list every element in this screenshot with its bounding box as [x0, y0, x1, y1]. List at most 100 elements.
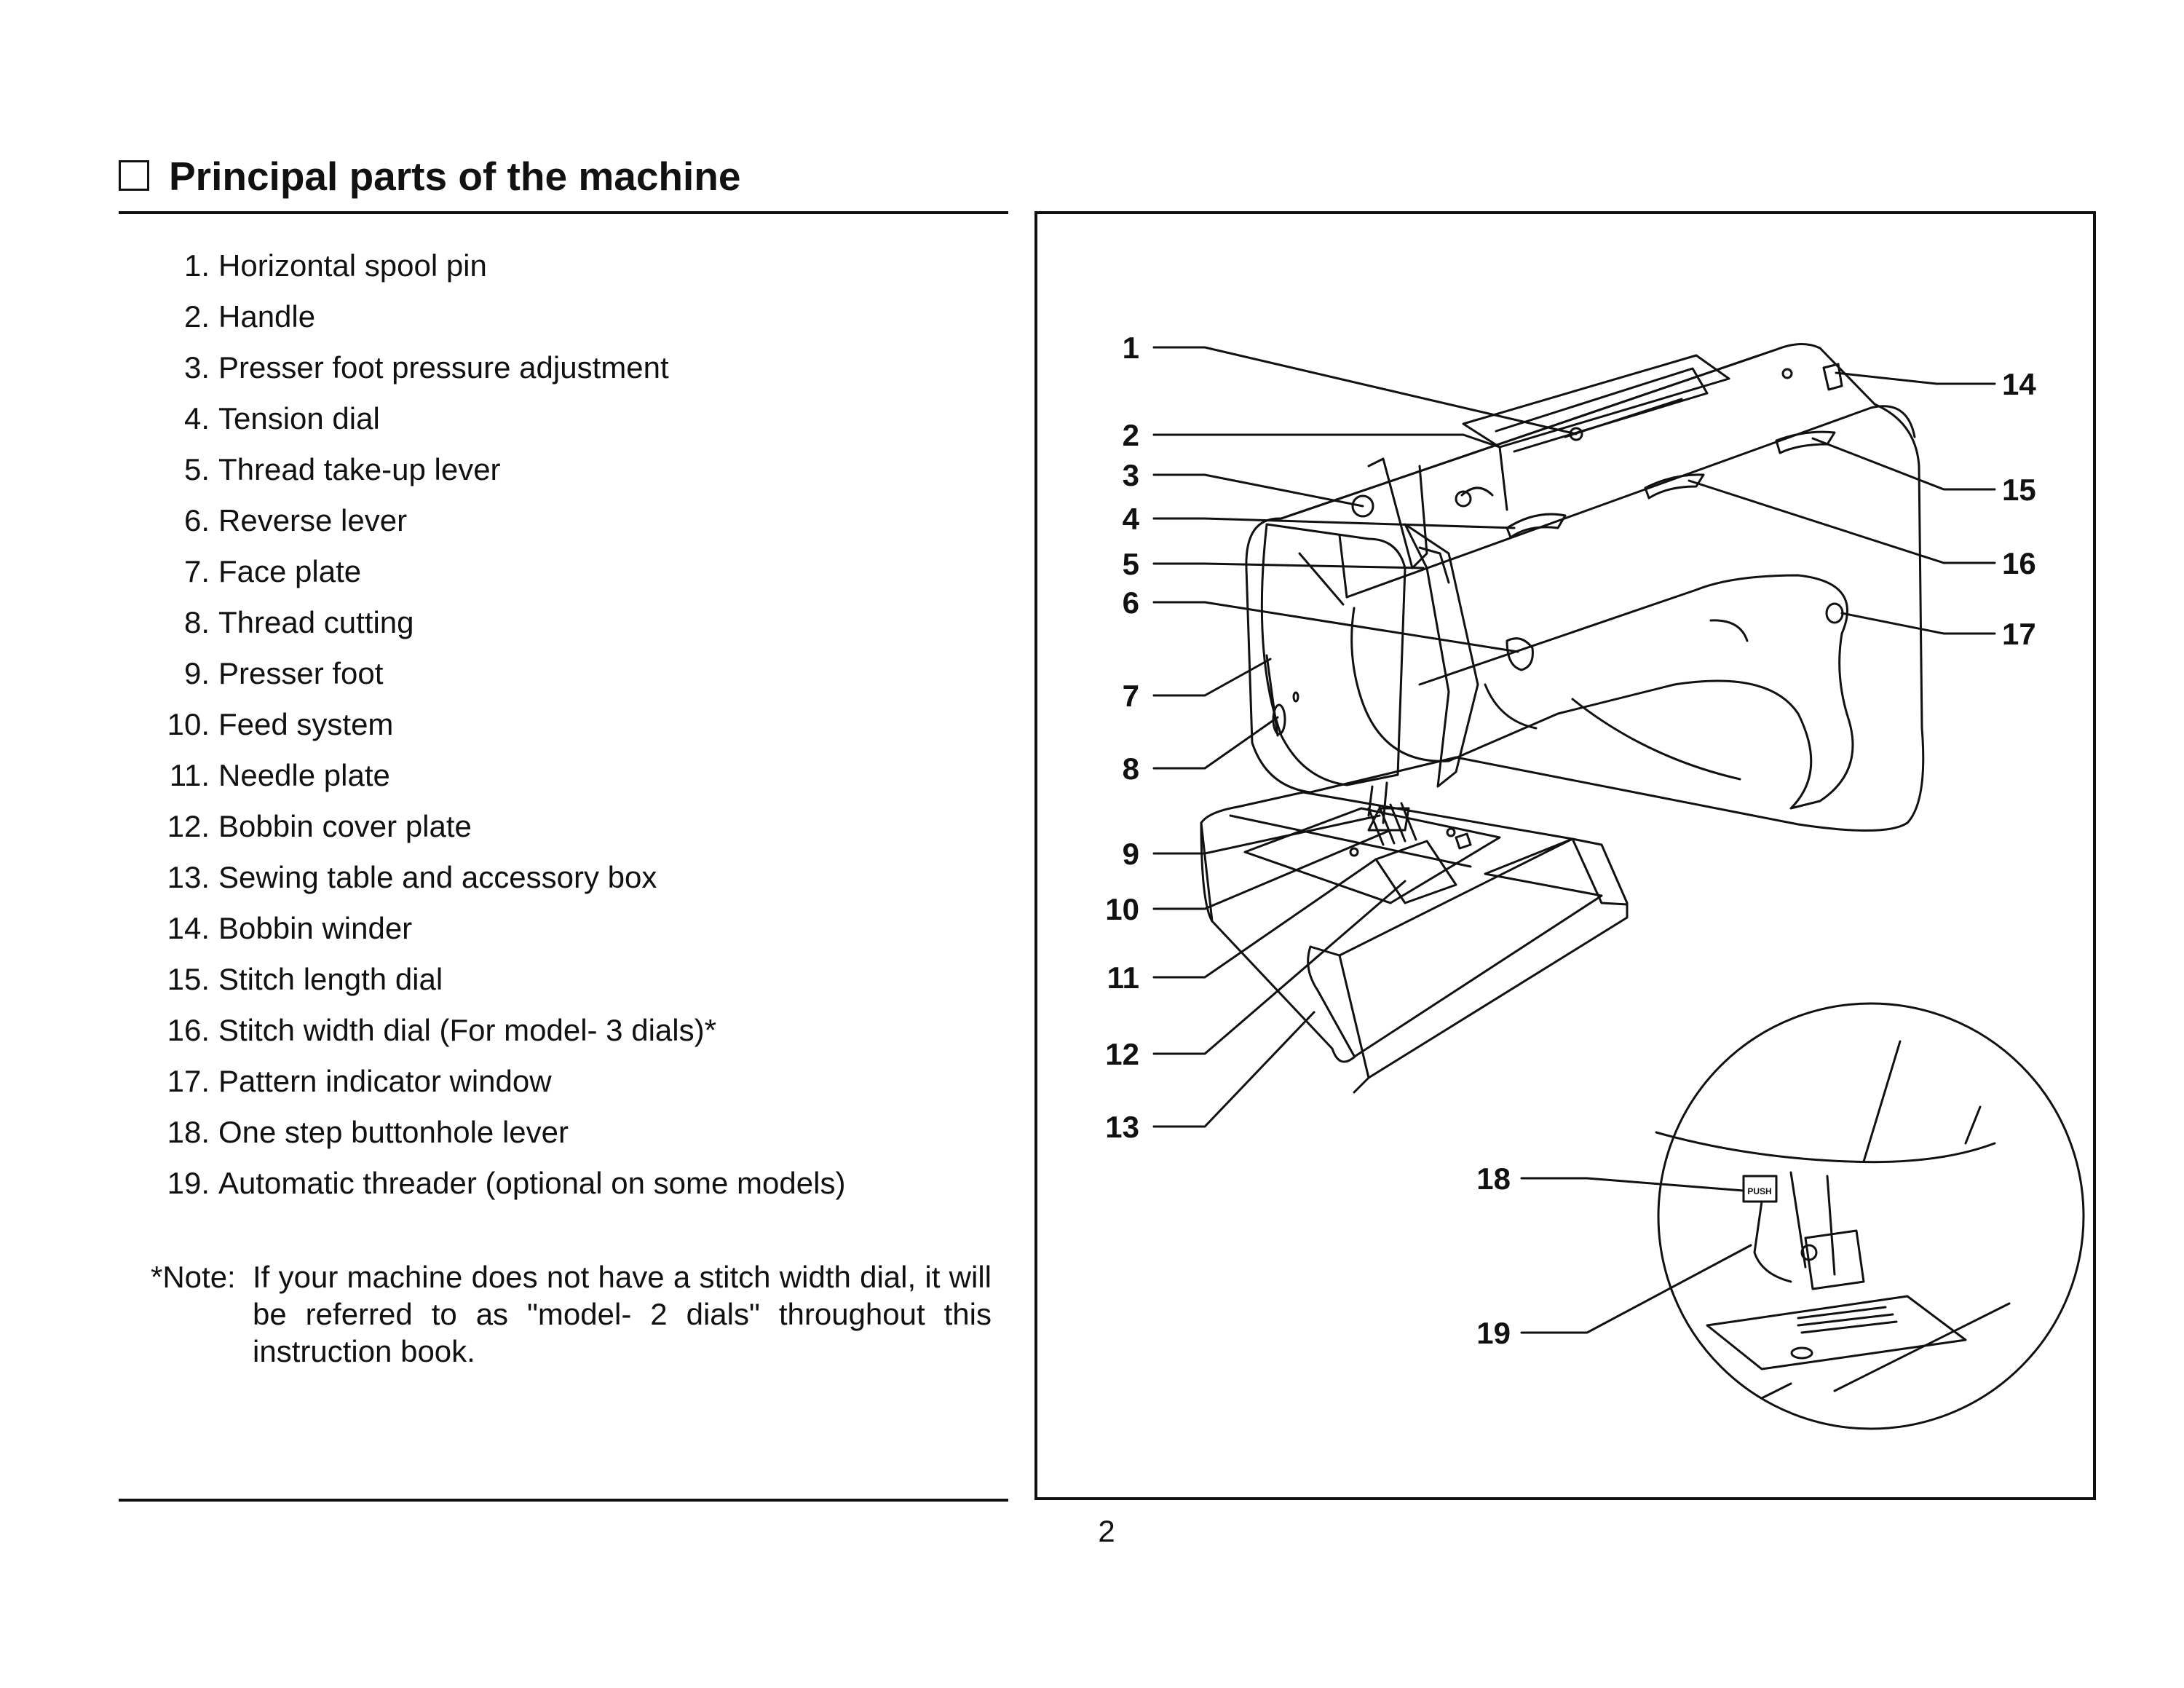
plate-marker: [1455, 832, 1472, 850]
list-item: 7.Face plate: [146, 550, 361, 593]
machine-body-outline: [1245, 343, 1925, 832]
spool-pin-cap: [1569, 427, 1583, 441]
arm-inner-line: [1484, 683, 1538, 730]
item-number: 2.: [183, 299, 210, 334]
item-number: 15.: [167, 962, 210, 996]
section-checkbox-icon: [119, 160, 149, 191]
list-item: 6.Reverse lever: [146, 499, 407, 543]
item-label: Thread take-up lever: [218, 452, 501, 486]
page-number: 2: [1098, 1514, 1115, 1548]
leader-line-18: [1520, 1177, 1745, 1192]
stitch-length-dial: [1775, 430, 1836, 454]
detail-needle-plate: [1706, 1295, 1967, 1370]
item-label: Horizontal spool pin: [218, 248, 487, 283]
item-label: Tension dial: [218, 401, 380, 435]
list-item: 10.Feed system: [146, 703, 394, 746]
callout-3: 3: [1123, 458, 1139, 492]
top-shoulder-line: [1345, 405, 1916, 599]
item-number: 3.: [183, 350, 210, 384]
item-number: 19.: [167, 1166, 210, 1200]
list-item: 11.Needle plate: [146, 754, 390, 797]
item-number: 14.: [167, 911, 210, 945]
detail-plate-screw: [1790, 1346, 1813, 1360]
stitch-width-dial: [1644, 473, 1705, 500]
leader-line-2: [1152, 433, 1501, 449]
item-number: 10.: [167, 707, 210, 741]
callout-13: 13: [1105, 1110, 1139, 1144]
threader-hook: [1753, 1200, 1792, 1283]
callout-4: 4: [1123, 502, 1140, 536]
detail-head-edge-2: [1964, 1105, 1982, 1145]
item-number: 17.: [167, 1064, 210, 1098]
leader-line-12: [1152, 880, 1406, 1055]
item-number: 7.: [183, 554, 210, 588]
item-number: 8.: [183, 605, 210, 639]
list-item: 12.Bobbin cover plate: [146, 805, 472, 848]
pattern-window: [1825, 602, 1844, 624]
winder-stopper: [1781, 368, 1793, 379]
callout-6: 6: [1123, 585, 1139, 620]
item-label: One step buttonhole lever: [218, 1115, 569, 1149]
table-back-edge: [1229, 814, 1472, 868]
list-item: 17.Pattern indicator window: [146, 1060, 552, 1103]
detail-head-bottom: [1655, 1131, 1996, 1164]
face-plate-line: [1298, 552, 1345, 606]
item-number: 4.: [183, 401, 210, 435]
leader-line-4: [1152, 517, 1516, 529]
list-item: 9.Presser foot: [146, 652, 383, 695]
list-item: 13.Sewing table and accessory box: [146, 856, 657, 899]
machine-diagram: PUSH 1 2 3 4 5 6: [1105, 331, 2085, 1430]
callout-12: 12: [1105, 1037, 1139, 1071]
list-item: 18.One step buttonhole lever: [146, 1111, 569, 1154]
tension-dial: [1506, 513, 1567, 539]
leader-line-10: [1152, 829, 1392, 910]
list-item: 8.Thread cutting: [146, 601, 414, 644]
leader-line-3: [1152, 473, 1364, 508]
detail-table-edge-2: [1760, 1382, 1792, 1400]
detail-table-edge: [1833, 1302, 2011, 1392]
arm-opening: [1350, 574, 1854, 810]
item-label: Reverse lever: [218, 503, 408, 537]
leader-line-14: [1835, 371, 1996, 385]
leader-line-8: [1152, 716, 1279, 770]
face-plate-edge: [1265, 654, 1279, 737]
item-number: 6.: [183, 503, 210, 537]
leader-line-7: [1152, 658, 1272, 697]
detail-view: [1655, 1002, 2085, 1430]
item-label: Bobbin winder: [218, 911, 413, 945]
face-plate-screw: [1292, 691, 1299, 703]
item-label: Handle: [218, 299, 316, 334]
callout-10: 10: [1105, 892, 1139, 926]
bobbin-winder: [1822, 363, 1843, 391]
list-item: 15.Stitch length dial: [146, 958, 443, 1001]
spool-pin: [1564, 398, 1683, 438]
buttonhole-lever: [1742, 1175, 1778, 1203]
item-number: 16.: [167, 1013, 210, 1047]
take-up-lever-plate: [1404, 523, 1479, 788]
callout-18: 18: [1476, 1162, 1511, 1196]
leader-line-16: [1688, 479, 1996, 564]
needle-plate-screw: [1349, 847, 1359, 857]
list-item: 19.Automatic threader (optional on some …: [146, 1162, 846, 1205]
leader-line-1: [1152, 346, 1578, 435]
handle-top: [1462, 354, 1730, 449]
item-label: Needle plate: [218, 758, 390, 792]
bottom-rule: [119, 1499, 1008, 1502]
callout-5: 5: [1123, 547, 1139, 581]
detail-feed-dogs: [1797, 1306, 1898, 1334]
leader-line-6: [1152, 601, 1519, 653]
callout-7: 7: [1123, 679, 1139, 713]
detail-screw: [1800, 1244, 1818, 1261]
callout-1: 1: [1123, 331, 1139, 365]
list-item: 2.Handle: [146, 295, 315, 339]
accessory-box-top: [1338, 837, 1629, 1079]
item-label: Stitch length dial: [218, 962, 443, 996]
push-label: PUSH: [1747, 1186, 1771, 1196]
footnote-text: If your machine does not have a stitch w…: [253, 1260, 992, 1368]
callout-17: 17: [2002, 617, 2036, 651]
reverse-lever: [1506, 637, 1534, 671]
callout-8: 8: [1123, 752, 1139, 786]
handle-post: [1498, 446, 1508, 511]
detail-head-edge: [1862, 1040, 1902, 1163]
needle-plate-screw-2: [1446, 827, 1456, 837]
